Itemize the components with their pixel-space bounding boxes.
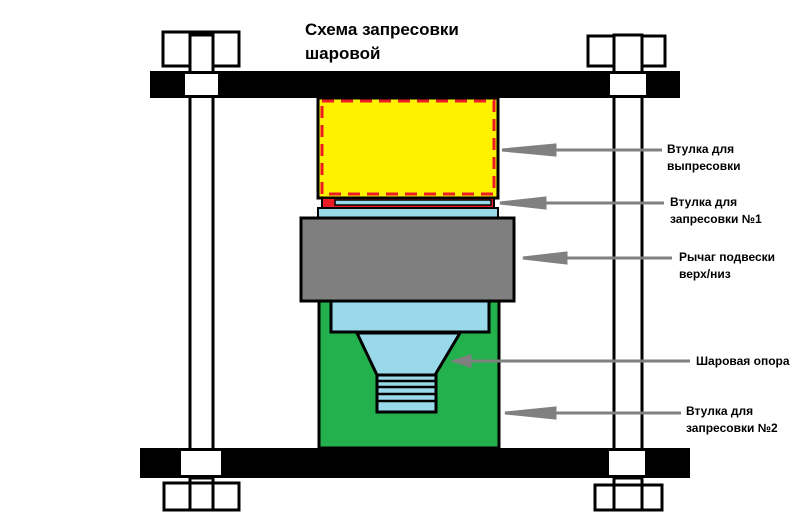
right-rod	[612, 33, 644, 512]
left-bottom-nut	[162, 481, 241, 512]
top-plate-right-hole	[608, 72, 648, 97]
label-ball-joint: Шаровая опора	[696, 354, 790, 368]
right-bolt	[586, 33, 667, 512]
arrow-2	[499, 196, 547, 210]
title-line-2: шаровой	[305, 44, 381, 63]
top-plate-left-hole	[183, 72, 220, 97]
bottom-plate-left-hole	[179, 449, 223, 477]
arrow-5	[504, 406, 557, 420]
extraction-bushing-dashed-outline	[320, 99, 496, 196]
ball-joint-thread	[378, 379, 435, 403]
leader-arrows	[450, 143, 690, 420]
arrow-1	[501, 143, 557, 157]
suspension-arm	[299, 216, 516, 303]
bottom-plate-right-hole	[607, 449, 647, 477]
bottom-plate	[140, 448, 690, 478]
diagram-title: Схема запресовки шаровой	[305, 18, 459, 66]
ball-joint	[329, 299, 491, 414]
title-line-1: Схема запресовки	[305, 20, 459, 39]
extraction-bushing	[316, 96, 500, 200]
left-bolt	[161, 30, 241, 512]
right-bottom-nut	[593, 483, 664, 512]
top-plate	[150, 71, 680, 98]
left-rod	[188, 33, 215, 512]
arrow-4	[450, 353, 472, 369]
arrow-3	[522, 251, 568, 265]
